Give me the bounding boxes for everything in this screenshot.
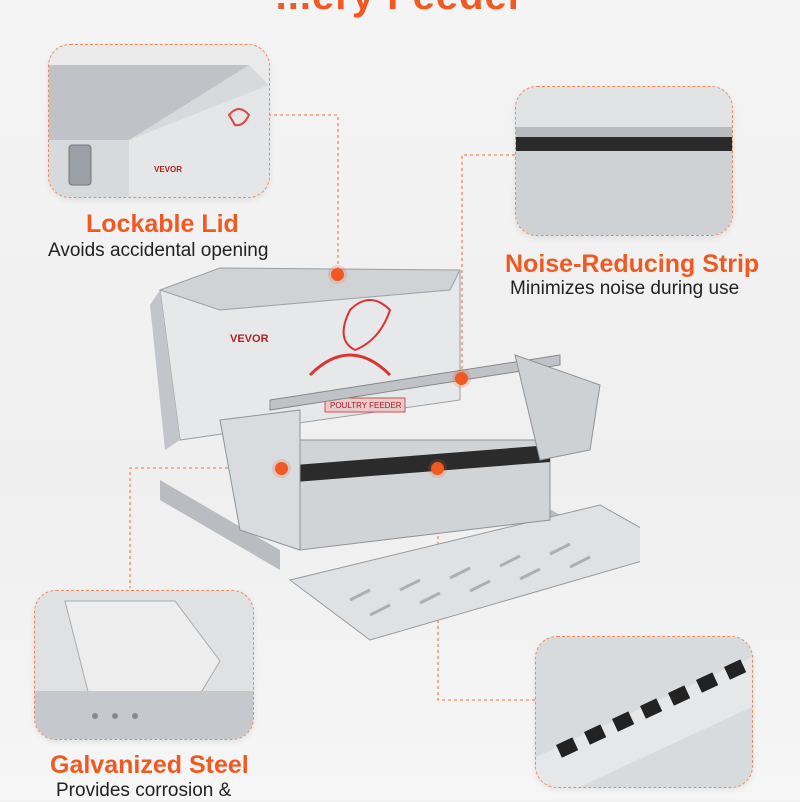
galvanized-steel-closeup <box>34 590 254 740</box>
callout-dot-strip <box>455 372 468 385</box>
svg-text:VEVOR: VEVOR <box>154 165 182 174</box>
callout-dot-lid <box>331 268 344 281</box>
rooster-icon <box>342 299 392 352</box>
feature-title-galvanized-steel: Galvanized Steel <box>50 751 249 779</box>
treadle-plate <box>288 504 640 641</box>
brand-logo: VEVOR <box>230 333 269 345</box>
callout-dot-steel <box>275 462 288 475</box>
feature-title-noise-strip: Noise-Reducing Strip <box>505 250 760 278</box>
noise-strip-closeup <box>515 86 733 236</box>
callout-dot-grid <box>431 462 444 475</box>
feature-title-lockable-lid: Lockable Lid <box>86 210 239 238</box>
feeder-illustration: VEVOR POULTRY FEEDER <box>150 267 640 641</box>
page-title: ...ery Feeder <box>0 0 800 19</box>
feature-desc-lockable-lid: Avoids accidental opening <box>48 240 269 261</box>
brand-label: POULTRY FEEDER <box>330 401 402 410</box>
feature-desc-galvanized-steel: Provides corrosion & <box>56 780 232 801</box>
feed-grid-closeup <box>535 636 753 788</box>
latch-icon <box>68 144 92 186</box>
lockable-lid-closeup: VEVOR <box>48 44 270 198</box>
feature-desc-noise-strip: Minimizes noise during use <box>510 278 740 299</box>
